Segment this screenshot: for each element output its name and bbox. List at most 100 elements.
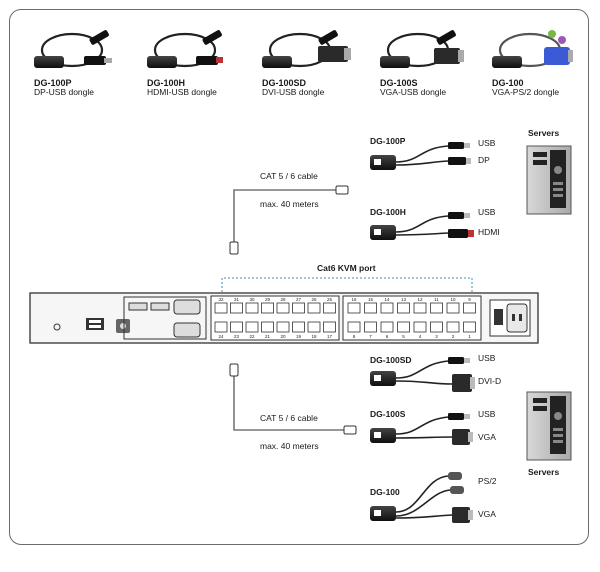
port-number-bottom: 2 — [452, 334, 455, 339]
kvm-port-grid: 3224312330222921282027192618251716815714… — [214, 297, 476, 339]
lower-dongle-vga-usb — [370, 413, 473, 445]
model-description: DP-USB dongle — [34, 87, 95, 98]
upper-dongle-dp-port1: USB — [478, 138, 496, 148]
rj45-port — [292, 321, 305, 333]
port-number-top: 26 — [311, 297, 317, 302]
port-number-bottom: 22 — [249, 334, 255, 339]
top-dongle-label-hdmi: DG-100H HDMI-USB dongle — [147, 78, 217, 98]
port-number-bottom: 24 — [218, 334, 224, 339]
port-number-top: 15 — [368, 297, 374, 302]
port-number-top: 12 — [417, 297, 423, 302]
rj45-port — [276, 302, 290, 314]
server-tower-upper — [526, 145, 572, 215]
port-number-bottom: 8 — [353, 334, 356, 339]
lower-dongle-vga-ps2 — [370, 472, 473, 523]
rj45-port — [430, 302, 443, 314]
rj45-port — [347, 321, 361, 333]
rj45-port — [245, 321, 259, 333]
rj45-port — [463, 302, 476, 314]
top-dongle-dvi — [262, 30, 351, 68]
lower-distance-label: max. 40 meters — [260, 441, 319, 451]
kvm-port-label: Cat6 KVM port — [317, 263, 376, 273]
port-number-bottom: 7 — [369, 334, 372, 339]
port-number-top: 32 — [218, 297, 224, 302]
rj45-port — [214, 302, 228, 314]
rj45-port — [292, 302, 305, 314]
lower-servers-label: Servers — [528, 467, 560, 477]
rj45-port — [261, 321, 274, 333]
rj45-port — [364, 321, 377, 333]
lower-cat-cable — [229, 363, 357, 435]
port-number-top: 29 — [265, 297, 271, 302]
upper-cat-cable — [229, 185, 349, 255]
port-number-bottom: 5 — [402, 334, 405, 339]
rj45-port — [463, 321, 476, 333]
rj45-port — [446, 302, 460, 314]
rj45-port — [397, 321, 410, 333]
rj45-port — [307, 302, 321, 314]
model-name: DG-100SD — [262, 78, 307, 88]
rj45-port — [413, 302, 427, 314]
top-dongle-vga-ps2 — [492, 30, 573, 68]
rj45-port — [323, 321, 336, 333]
kvm-switch-chassis — [29, 292, 539, 344]
port-number-top: 13 — [401, 297, 407, 302]
top-dongle-hdmi — [147, 30, 223, 68]
rj45-port — [364, 302, 377, 314]
port-number-bottom: 20 — [280, 334, 286, 339]
model-name: DG-100P — [34, 78, 72, 88]
port-number-bottom: 17 — [327, 334, 333, 339]
upper-dongle-dp-model: DG-100P — [370, 136, 406, 146]
model-description: VGA-PS/2 dongle — [492, 87, 560, 98]
port-number-top: 31 — [234, 297, 240, 302]
port-number-bottom: 21 — [265, 334, 271, 339]
rj45-port — [413, 321, 427, 333]
lower-dongle-vga-usb-port1: USB — [478, 409, 496, 419]
upper-dongle-hdmi-port1: USB — [478, 207, 496, 217]
rj45-port — [323, 302, 336, 314]
top-dongle-label-dvi: DG-100SD DVI-USB dongle — [262, 78, 324, 98]
port-number-top: 10 — [450, 297, 456, 302]
rj45-port — [430, 321, 443, 333]
lower-dongle-dvi-model: DG-100SD — [370, 355, 412, 365]
port-number-top: 27 — [296, 297, 302, 302]
port-number-top: 14 — [384, 297, 390, 302]
upper-dongle-hdmi-port2: HDMI — [478, 227, 500, 237]
port-number-bottom: 18 — [311, 334, 317, 339]
top-dongle-label-vga-usb: DG-100S VGA-USB dongle — [380, 78, 446, 98]
port-number-top: 9 — [468, 297, 471, 302]
model-name: DG-100H — [147, 78, 186, 88]
upper-servers-label: Servers — [528, 128, 560, 138]
rj45-port — [347, 302, 361, 314]
port-number-bottom: 23 — [234, 334, 240, 339]
model-name: DG-100 — [492, 78, 524, 88]
server-tower-lower — [526, 391, 572, 461]
lower-dongle-vga-ps2-port1: PS/2 — [478, 476, 497, 486]
rj45-port — [261, 302, 274, 314]
rj45-port — [230, 302, 243, 314]
model-name: DG-100S — [380, 78, 418, 88]
rj45-port — [380, 321, 394, 333]
upper-cable-label: CAT 5 / 6 cable — [260, 171, 318, 181]
upper-dongle-dp — [370, 142, 471, 170]
model-description: HDMI-USB dongle — [147, 87, 217, 98]
rj45-port — [245, 302, 259, 314]
port-number-bottom: 19 — [296, 334, 302, 339]
kvm-port-bracket — [221, 277, 473, 292]
lower-dongle-dvi — [370, 357, 475, 392]
top-dongle-dp — [34, 30, 112, 68]
rj45-port — [307, 321, 321, 333]
rj45-port — [397, 302, 410, 314]
model-description: VGA-USB dongle — [380, 87, 447, 98]
top-dongle-label-dp: DG-100P DP-USB dongle — [34, 78, 94, 98]
upper-dongle-hdmi — [370, 212, 474, 240]
rj45-port — [214, 321, 228, 333]
port-number-top: 16 — [351, 297, 357, 302]
upper-dongle-dp-port2: DP — [478, 155, 490, 165]
port-number-bottom: 4 — [419, 334, 422, 339]
port-number-bottom: 3 — [435, 334, 438, 339]
port-number-top: 30 — [249, 297, 255, 302]
rj45-port — [380, 302, 394, 314]
